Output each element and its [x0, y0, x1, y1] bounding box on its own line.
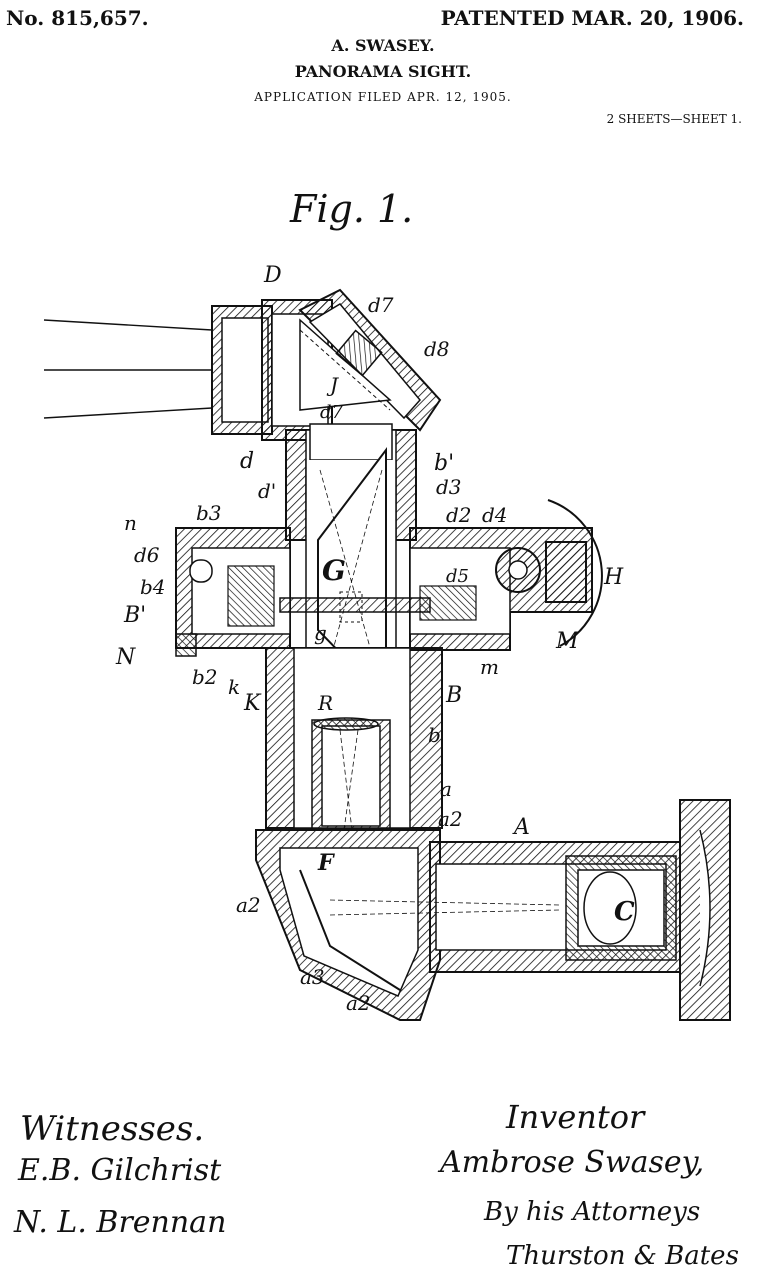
figure-caption: Fig. 1.	[289, 187, 413, 231]
objective-head	[211, 288, 442, 441]
label-d: d	[240, 449, 254, 474]
label-d3: d3	[436, 475, 462, 499]
patent-number: No. 815,657.	[6, 6, 149, 30]
label-C: C	[614, 897, 635, 927]
label-d6: d6	[134, 543, 160, 567]
label-d5: d5	[446, 566, 469, 587]
application-filed: APPLICATION FILED APR. 12, 1905.	[254, 90, 512, 104]
label-A: A	[512, 815, 530, 840]
label-d7-bottom: d7	[320, 402, 344, 423]
label-d-prime: d'	[258, 479, 276, 503]
witness-2-signature: N. L. Brennan	[13, 1205, 226, 1240]
label-K: K	[243, 691, 262, 716]
label-b4: b4	[140, 575, 166, 599]
light-rays	[43, 319, 213, 419]
label-b3: b3	[196, 501, 222, 525]
inventor-heading: A. SWASEY.	[331, 36, 435, 55]
label-g: g	[314, 621, 327, 645]
label-B: B	[445, 683, 462, 708]
label-d2: d2	[446, 503, 472, 527]
label-k: k	[228, 675, 240, 699]
label-d8: d8	[424, 337, 450, 361]
label-J: J	[326, 373, 339, 397]
label-d4: d4	[482, 503, 508, 527]
patent-title: PANORAMA SIGHT.	[294, 62, 472, 81]
eyepiece-assembly	[255, 799, 731, 1021]
label-H: H	[603, 565, 624, 590]
label-b2: b2	[192, 665, 218, 689]
label-b: b	[428, 723, 441, 747]
label-B-prime: B'	[123, 603, 146, 628]
label-d7-top: d7	[368, 293, 394, 317]
label-b-prime: b'	[434, 451, 454, 476]
inventor-signature: Ambrose Swasey,	[437, 1145, 704, 1180]
lower-tube	[265, 647, 443, 831]
horizontal-body	[175, 499, 603, 657]
label-n: n	[124, 511, 137, 535]
label-a2-bottom: a2	[346, 991, 371, 1015]
label-a2-left: a2	[236, 893, 261, 917]
label-M: M	[555, 629, 579, 654]
reference-labels: D d7 d8 J d7 d b' d3 d' b3 n d2 d4 d6 G …	[115, 263, 635, 1015]
label-R: R	[317, 691, 333, 715]
patented-date: PATENTED MAR. 20, 1906.	[440, 6, 744, 30]
label-a3: a3	[300, 965, 325, 989]
label-a2-upper: a2	[438, 807, 463, 831]
attorneys-signature: Thurston & Bates	[506, 1241, 739, 1271]
inventor-label: Inventor	[505, 1098, 646, 1136]
sheet-count: 2 SHEETS—SHEET 1.	[606, 112, 742, 126]
witness-1-signature: E.B. Gilchrist	[17, 1153, 222, 1188]
label-D: D	[263, 263, 282, 288]
by-attorneys: By his Attorneys	[483, 1197, 700, 1227]
label-G: G	[322, 554, 346, 587]
label-a: a	[440, 777, 452, 801]
signature-block: Witnesses. E.B. Gilchrist N. L. Brennan …	[13, 1098, 739, 1271]
label-F: F	[317, 850, 335, 876]
label-m: m	[480, 655, 499, 679]
label-N: N	[115, 645, 136, 670]
witnesses-label: Witnesses.	[20, 1109, 204, 1149]
